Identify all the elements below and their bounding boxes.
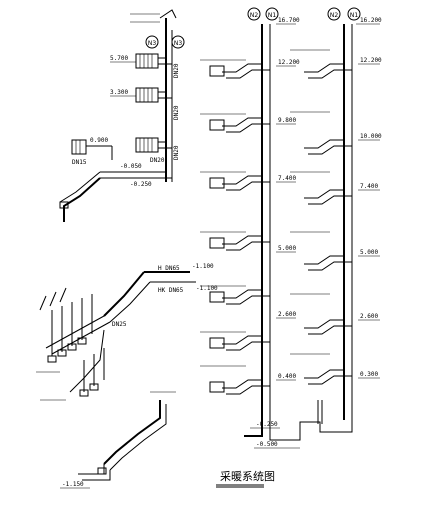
elevation-label: 9.800	[278, 117, 296, 124]
elevation-label: 0.900	[90, 137, 108, 144]
elevation-label: 7.400	[278, 175, 296, 182]
right-system: N2 N1 N2 N1 16.700 16.200	[200, 7, 382, 449]
elevation-label: -1.100	[192, 263, 214, 270]
circle-label-text: N2	[250, 12, 258, 19]
upper-left-system: N3 N3 5.700 3.300 DN20 DN20 DN20	[59, 9, 185, 222]
elevation-label: 5.000	[360, 249, 378, 256]
system-circle-label	[171, 35, 185, 49]
pipe-size-label: DN20	[173, 63, 180, 78]
elevation-label: 2.600	[360, 313, 378, 320]
circle-label-text: N3	[174, 40, 182, 47]
elevation-label: 7.400	[360, 183, 378, 190]
elevation-label: -1.150	[62, 481, 84, 488]
system-circle-label	[145, 35, 159, 49]
pipe-size-label: DN20	[150, 157, 165, 164]
drop-pipe	[63, 177, 101, 222]
elevation-label: 16.700	[278, 17, 300, 24]
pipe-size-label: DN25	[112, 321, 127, 328]
radiator	[135, 87, 159, 103]
elevation-label: 3.300	[110, 89, 128, 96]
elevation-label: -0.250	[256, 421, 278, 428]
lower-drop: -1.150	[60, 391, 176, 489]
elevation-label: 12.200	[278, 59, 300, 66]
pipe-size-label: HK DN65	[158, 287, 184, 294]
diagonal-main	[109, 281, 151, 323]
circle-label-text: N2	[330, 12, 338, 19]
elevation-label: -0.500	[256, 441, 278, 448]
pipe-size-label: H DN65	[158, 265, 180, 272]
floor-branches-right	[290, 49, 352, 385]
pipe-size-label: DN15	[72, 159, 87, 166]
drawing-title: 采暖系统图	[220, 470, 275, 483]
elevation-label: 16.200	[360, 17, 382, 24]
system-circle-label	[347, 7, 361, 21]
system-circle-label	[265, 7, 279, 21]
lower-left-system: H DN65 HK DN65 -1.100 -1.100 DN25	[36, 263, 218, 489]
pipe-size-label: DN20	[173, 145, 180, 160]
manifold-branches	[36, 287, 111, 401]
radiator	[135, 137, 159, 153]
elevation-label: 0.400	[278, 373, 296, 380]
pipe-size-label: DN20	[173, 105, 180, 120]
elevation-label: 5.000	[278, 245, 296, 252]
riser-top-vent	[159, 9, 177, 19]
elevation-label: -0.250	[130, 181, 152, 188]
elevation-label: 0.300	[360, 371, 378, 378]
elevation-label: 2.600	[278, 311, 296, 318]
elevation-label: 12.200	[360, 57, 382, 64]
circle-label-text: N3	[148, 40, 156, 47]
elevation-label: 10.000	[360, 133, 382, 140]
radiator	[135, 53, 159, 69]
floor-branches-left	[200, 59, 270, 395]
bottom-return	[269, 420, 353, 441]
system-circle-label	[247, 7, 261, 21]
bottom-main	[244, 430, 263, 437]
valve	[59, 201, 69, 209]
elevation-label: -0.050	[120, 163, 142, 170]
elevation-label: -1.100	[196, 285, 218, 292]
radiator	[71, 139, 87, 155]
elevation-label: 5.700	[110, 55, 128, 62]
drop-pipe	[59, 171, 101, 203]
system-circle-label	[327, 7, 341, 21]
circle-label-text: N1	[350, 12, 358, 19]
circle-label-text: N1	[268, 12, 276, 19]
diagonal-main	[103, 271, 145, 317]
